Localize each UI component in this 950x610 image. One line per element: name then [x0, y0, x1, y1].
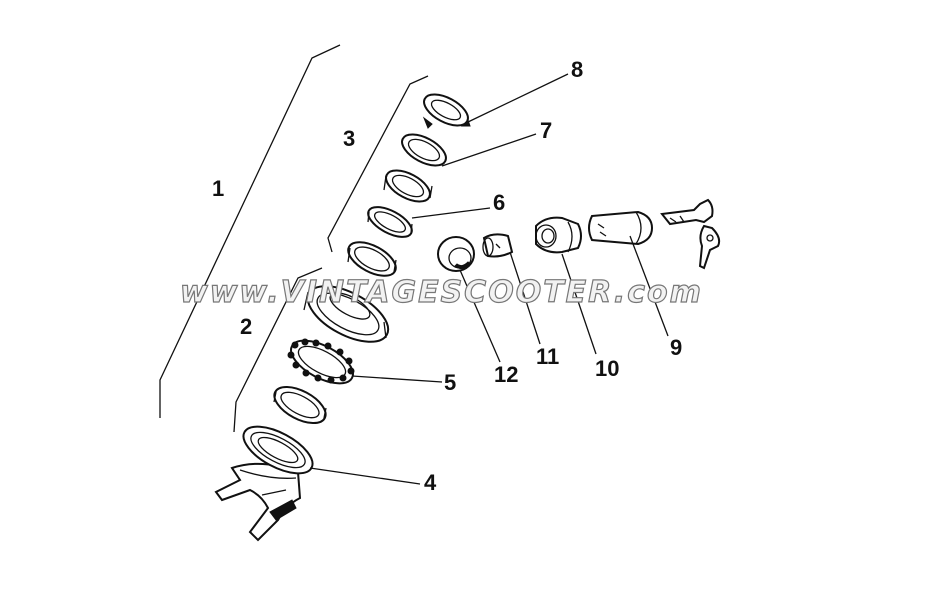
top-lock-nut [422, 93, 471, 129]
callout-5: 5 [444, 370, 456, 395]
callout-12: 12 [494, 362, 518, 387]
bracket-group-2 [233, 267, 323, 433]
upper-race [367, 206, 413, 238]
callout-9: 9 [670, 335, 682, 360]
lock-cylinder [588, 210, 654, 246]
callout-10: 10 [595, 356, 619, 381]
callout-11: 11 [536, 344, 559, 369]
lower-ball-cage [287, 338, 355, 385]
callout-1: 1 [212, 176, 224, 201]
callout-7: 7 [540, 118, 552, 143]
steering-fork-stem [214, 462, 302, 542]
callout-3: 3 [343, 126, 355, 151]
bracket-group-1 [159, 44, 341, 418]
upper-bearing-ring [347, 241, 397, 277]
callout-2: 2 [240, 314, 252, 339]
leader-lines [309, 73, 669, 485]
lock-bushing [437, 236, 475, 272]
callout-6: 6 [493, 190, 505, 215]
watermark-text: www.VINTAGESCOOTER.com [180, 275, 703, 310]
bracket-group-3 [327, 75, 429, 253]
lock-housing [535, 216, 582, 254]
lock-ring [401, 133, 447, 167]
lock-sleeve [482, 233, 514, 258]
upper-ring-nut [383, 169, 433, 203]
lower-bearing-ring [273, 385, 327, 425]
callout-8: 8 [571, 57, 583, 82]
callout-4: 4 [424, 470, 437, 495]
headset-cup [303, 285, 390, 343]
ignition-lock-key [660, 198, 721, 270]
